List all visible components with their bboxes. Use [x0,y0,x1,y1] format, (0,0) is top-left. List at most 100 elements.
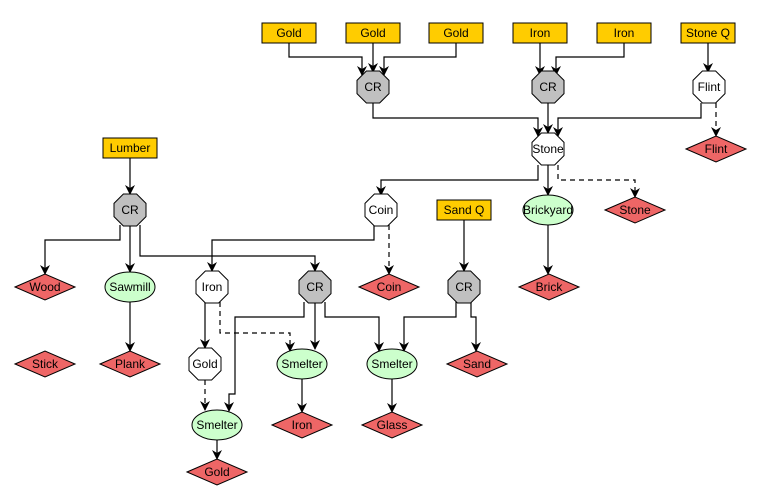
ellipse-shape [522,194,574,226]
node-label: Sand Q [444,203,485,217]
node-gold_src2[interactable]: Gold [345,22,401,44]
edge-gold_src3-to-cr1 [379,43,457,76]
node-sawmill[interactable]: Sawmill [104,271,156,303]
node-gold_src1[interactable]: Gold [261,22,317,44]
octagon-shape [195,270,229,304]
node-brick[interactable]: Brick [517,273,581,301]
node-glass[interactable]: Glass [360,411,424,439]
node-label: Iron [292,418,313,432]
node-cr5[interactable]: CR [447,270,481,304]
diamond-shape [445,350,509,378]
ellipse-shape [366,348,418,380]
edge-iron_oct-to-smelter_iron [219,302,295,352]
node-label: CR [306,280,324,294]
node-plank[interactable]: Plank [98,350,162,378]
node-label: Gold [443,26,468,40]
diamond-shape [360,411,424,439]
edge-coin_oct-to-iron_oct [207,225,375,272]
node-label: Stone [619,203,651,217]
node-label: Smelter [196,418,237,432]
box-shape [345,22,401,44]
box-shape [261,22,317,44]
node-cr4[interactable]: CR [298,270,332,304]
node-label: Gold [204,465,229,479]
octagon-shape [298,270,332,304]
diamond-shape [13,273,77,301]
node-iron_oct[interactable]: Iron [195,270,229,304]
diamond-shape [185,458,249,486]
octagon-shape [188,347,222,381]
node-cr3[interactable]: CR [113,193,147,227]
node-smelter_glass[interactable]: Smelter [366,348,418,380]
node-label: CR [121,203,139,217]
node-iron_src1[interactable]: Iron [512,22,568,44]
node-stoneq[interactable]: Stone Q [680,22,736,44]
node-coin_oct[interactable]: Coin [364,193,398,227]
node-coin_out[interactable]: Coin [357,273,421,301]
box-shape [596,22,652,44]
node-label: Flint [705,142,728,156]
node-smelter_iron[interactable]: Smelter [276,348,328,380]
node-label: Gold [360,26,385,40]
edge-stone_oct-to-stone_out [557,165,640,198]
node-cr2[interactable]: CR [531,70,565,104]
octagon-shape [531,132,565,166]
node-label: Iron [202,280,223,294]
diamond-shape [98,350,162,378]
node-label: Brickyard [523,203,573,217]
node-gold_out[interactable]: Gold [185,458,249,486]
edge-cr1-to-stone_oct [372,103,543,137]
box-shape [428,22,484,44]
node-label: CR [455,280,473,294]
edge-gold_src1-to-cr1 [288,43,367,76]
node-gold_src3[interactable]: Gold [428,22,484,44]
diamond-shape [357,273,421,301]
node-smelter_gold[interactable]: Smelter [191,409,243,441]
node-stick[interactable]: Stick [13,350,77,378]
node-sandq[interactable]: Sand Q [436,199,492,221]
node-label: Coin [369,203,394,217]
edge-cr5-to-smelter_glass [399,302,457,352]
edge-cr4-to-smelter_gold [224,302,305,412]
box-shape [102,137,158,159]
node-label: Stone [532,142,564,156]
edge-cr3-to-cr4 [139,225,320,272]
node-label: CR [539,80,557,94]
edge-cr3-to-wood [40,225,121,275]
node-wood[interactable]: Wood [13,273,77,301]
diamond-shape [684,135,748,163]
node-label: Glass [377,418,408,432]
node-label: Stone Q [686,26,730,40]
node-label: Gold [192,357,217,371]
node-sand[interactable]: Sand [445,350,509,378]
diamond-shape [13,350,77,378]
octagon-shape [364,193,398,227]
edge-stone_oct-to-coin_oct [376,165,539,196]
node-flint_oct[interactable]: Flint [692,70,726,104]
octagon-shape [447,270,481,304]
node-iron_src2[interactable]: Iron [596,22,652,44]
node-stone_oct[interactable]: Stone [531,132,565,166]
edge-flint_oct-to-stone_oct [553,103,702,137]
octagon-shape [113,193,147,227]
node-brickyard[interactable]: Brickyard [522,194,574,226]
node-gold_oct[interactable]: Gold [188,347,222,381]
box-shape [436,199,492,221]
node-label: Brick [536,280,564,294]
node-lumber[interactable]: Lumber [102,137,158,159]
node-label: Stick [32,357,59,371]
node-label: Wood [29,280,60,294]
octagon-shape [531,70,565,104]
node-label: Lumber [110,141,151,155]
ellipse-shape [276,348,328,380]
node-iron_out[interactable]: Iron [270,411,334,439]
node-label: Smelter [371,357,412,371]
node-label: CR [364,80,382,94]
node-stone_out[interactable]: Stone [603,196,667,224]
ellipse-shape [191,409,243,441]
diamond-shape [603,196,667,224]
node-flint_out[interactable]: Flint [684,135,748,163]
edge-cr5-to-sand [470,302,481,352]
node-cr1[interactable]: CR [356,70,390,104]
